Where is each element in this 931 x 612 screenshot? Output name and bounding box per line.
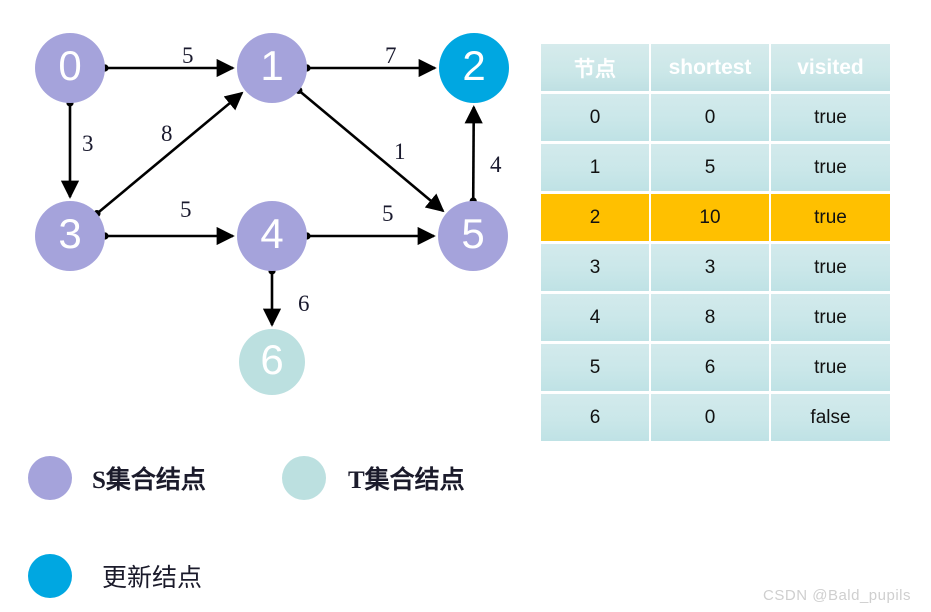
graph-node-3: 3 [35,201,105,271]
edge-weight-3-1: 8 [161,121,173,146]
graph-node-label-4: 4 [260,210,284,257]
legend-label-t-set: T集合结点 [348,467,465,494]
legend-swatch-s-set [28,456,72,500]
cell-shortest: 3 [651,244,769,291]
cell-visited: true [771,344,890,391]
cell-node: 5 [541,344,649,391]
graph-node-label-3: 3 [58,210,82,257]
cell-node: 1 [541,144,649,191]
cell-shortest: 0 [651,394,769,441]
legend-label-s-set: S集合结点 [92,467,206,494]
cell-shortest: 6 [651,344,769,391]
cell-shortest: 10 [651,194,769,241]
legend-item-t-set: T集合结点 [282,456,465,500]
graph-node-5: 5 [438,201,508,271]
legend-swatch-updated [28,554,72,598]
column-header-visited: visited [771,44,890,91]
graph-node-4: 4 [237,201,307,271]
cell-visited: false [771,394,890,441]
cell-shortest: 8 [651,294,769,341]
graph-node-label-6: 6 [260,336,284,383]
watermark-text: CSDN @Bald_pupils [763,587,911,604]
edge-weight-0-1: 5 [182,43,194,68]
graph-node-0: 0 [35,33,105,103]
graph-diagram: 0 1 2 3 4 5 6 5 3 8 7 1 4 5 5 6 [0,0,535,430]
graph-node-label-5: 5 [461,210,485,257]
edge-weight-5-2: 4 [490,152,502,177]
cell-node: 3 [541,244,649,291]
cell-visited: true [771,294,890,341]
legend: S集合结点 T集合结点 更新结点 [0,432,535,612]
legend-swatch-t-set [282,456,326,500]
legend-item-s-set: S集合结点 [28,456,206,500]
edge-weight-3-4: 5 [180,197,192,222]
cell-visited: true [771,144,890,191]
cell-node: 6 [541,394,649,441]
graph-node-label-0: 0 [58,42,82,89]
edge-weight-1-2: 7 [385,43,397,68]
graph-node-2: 2 [439,33,509,103]
graph-node-1: 1 [237,33,307,103]
column-header-shortest: shortest [651,44,769,91]
cell-visited: true [771,194,890,241]
graph-node-label-1: 1 [260,42,284,89]
edge-weight-0-3: 3 [82,131,94,156]
cell-visited: true [771,244,890,291]
cell-node: 4 [541,294,649,341]
cell-node: 0 [541,94,649,141]
edge-weight-4-6: 6 [298,291,310,316]
graph-node-label-2: 2 [462,42,486,89]
legend-label-updated: 更新结点 [102,565,203,592]
graph-edge-3-1 [96,91,244,215]
edge-weight-4-5: 5 [382,201,394,226]
table-header-row: 节点 shortest visited [541,44,890,91]
graph-edge-1-5 [298,89,445,213]
legend-item-updated: 更新结点 [28,554,202,598]
graph-node-6: 6 [239,329,305,395]
cell-node: 2 [541,194,649,241]
cell-shortest: 5 [651,144,769,191]
edge-layer [60,58,483,327]
cell-visited: true [771,94,890,141]
graph-edge-5-2 [464,105,483,202]
cell-shortest: 0 [651,94,769,141]
column-header-node: 节点 [541,44,649,91]
edge-weight-1-5: 1 [394,139,406,164]
